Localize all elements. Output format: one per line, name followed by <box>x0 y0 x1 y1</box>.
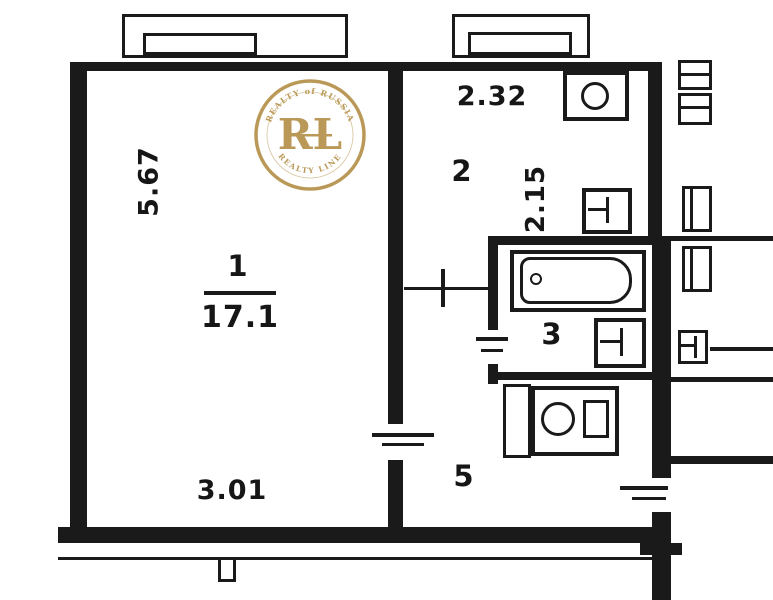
wall-right-top <box>648 62 662 240</box>
base-mark <box>218 560 236 582</box>
room1-height-label: 5.67 <box>133 146 165 217</box>
washbasin-tap-icon <box>588 208 608 211</box>
bathtub-drain-icon <box>530 273 542 285</box>
landing-step <box>640 543 682 555</box>
wall-bottom <box>58 527 662 543</box>
door-gap-right <box>650 478 673 512</box>
counter-icon <box>503 384 531 458</box>
wall-bath-left <box>488 236 498 384</box>
shaft-line <box>681 344 695 347</box>
window-sash <box>468 32 572 55</box>
watermark-logo: REALTY of RUSSIA REALTY LINE RL <box>254 79 366 191</box>
shaft-line <box>690 189 693 229</box>
bathtub-inner-icon <box>520 257 632 304</box>
landing-wall <box>662 236 773 241</box>
stove-burner-icon <box>541 402 575 436</box>
doorway-tick <box>441 269 445 307</box>
toilet-tank-icon <box>620 328 623 356</box>
shaft-box <box>678 330 708 364</box>
room1-number-underline <box>204 291 276 295</box>
landing-wall <box>671 377 773 382</box>
door-dash <box>481 349 503 352</box>
wall-left <box>70 62 87 538</box>
washbasin-tap-icon <box>606 197 609 223</box>
shaft-line <box>681 73 709 76</box>
room1-width-label: 3.01 <box>196 475 268 506</box>
room3-number-label: 3 <box>541 317 563 351</box>
door-gap-partition <box>386 424 405 460</box>
shaft-box <box>682 186 712 232</box>
landing-wall <box>710 347 773 351</box>
wall-partition-main <box>388 62 403 527</box>
toilet-tank-icon <box>600 340 622 343</box>
landing-wall <box>668 456 773 464</box>
watermark-inner-ring <box>266 91 354 179</box>
room2-number-label: 2 <box>451 154 473 188</box>
door-dash <box>382 443 424 446</box>
shaft-line <box>690 249 693 289</box>
shaft-line <box>694 336 697 358</box>
wall-bath-bottom <box>498 372 662 380</box>
door-dash <box>372 433 434 437</box>
base-line <box>58 557 662 560</box>
room1-number-label: 1 <box>227 249 249 283</box>
room1-area-label: 17.1 <box>200 300 280 335</box>
wall-top <box>70 62 662 71</box>
stove-oven-icon <box>583 400 609 438</box>
shaft-box <box>678 93 712 125</box>
room2-width-label: 2.32 <box>456 81 528 112</box>
shaft-box <box>682 246 712 292</box>
window-sash <box>143 33 257 55</box>
sink-basin-icon <box>581 82 609 110</box>
room2-height-label: 2.15 <box>521 164 551 234</box>
door-gap-bath <box>486 330 500 364</box>
door-dash <box>476 337 508 341</box>
wall-bath-top <box>488 236 662 245</box>
door-dash <box>632 497 666 500</box>
watermark-bar <box>288 134 332 137</box>
doorway-line <box>404 287 496 290</box>
door-dash <box>620 486 668 490</box>
shaft-line <box>681 106 709 109</box>
room5-number-label: 5 <box>453 459 475 493</box>
